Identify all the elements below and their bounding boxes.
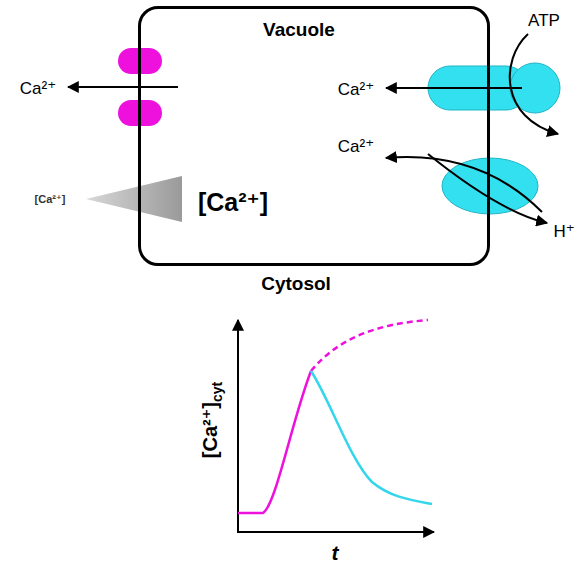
pump-arrow <box>386 87 522 89</box>
y-axis <box>237 320 239 533</box>
concentration-label: [Ca²⁺] <box>35 194 66 205</box>
concentration-label: [Ca²⁺] <box>198 190 268 215</box>
rise-curve <box>238 371 311 513</box>
compartment-title: Cytosol <box>261 274 331 293</box>
decline-curve <box>311 371 432 504</box>
ion-label: Ca²⁺ <box>20 80 56 97</box>
axis-label: t <box>332 542 339 563</box>
axis-label-group: [Ca²⁺]cyt <box>200 382 224 458</box>
efflux-arrow <box>68 86 178 88</box>
antiporter <box>442 158 538 214</box>
antiport-ca-arrow <box>386 157 542 212</box>
ion-label: H⁺ <box>553 223 574 240</box>
atp-arrow <box>510 34 558 134</box>
vacuole-box: Vacuole [Ca²⁺] <box>138 6 490 266</box>
gradient-wedge <box>86 176 182 222</box>
axis-label: [Ca²⁺] <box>199 402 221 458</box>
compartment-title: Vacuole <box>263 20 335 39</box>
axis-subscript: cyt <box>209 382 225 402</box>
ion-label: Ca²⁺ <box>338 81 374 98</box>
x-axis <box>237 531 434 533</box>
sustained-curve <box>311 320 428 371</box>
ion-label: ATP <box>528 12 560 29</box>
ion-label: Ca²⁺ <box>338 138 374 155</box>
